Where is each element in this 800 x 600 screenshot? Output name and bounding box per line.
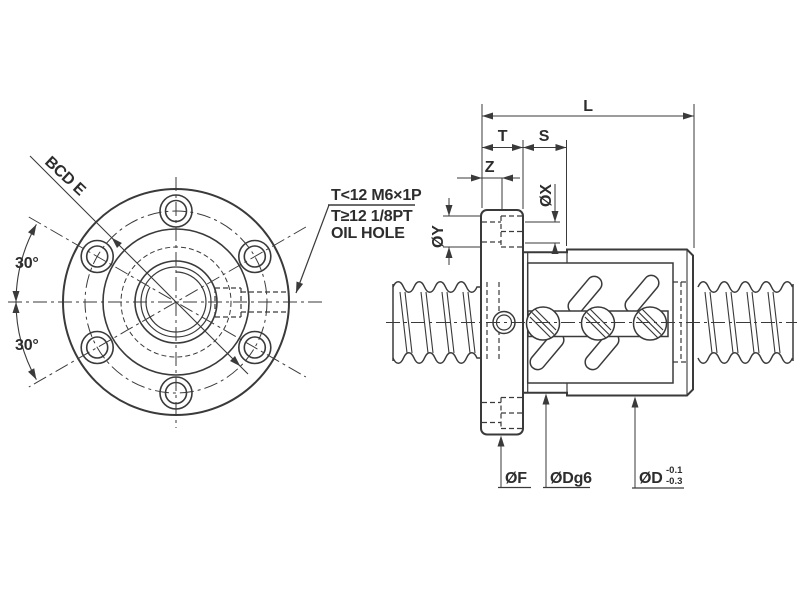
screw-slot-lines: [529, 308, 557, 339]
dim-S: S: [523, 128, 567, 151]
bcd-dimension-line: [29, 155, 249, 375]
arrow: [482, 144, 493, 151]
screw-root-arc: [145, 271, 207, 333]
angle-arrow-lower-end: [28, 368, 37, 380]
bolt-hole: [159, 194, 193, 228]
bolt-hole-inner: [243, 336, 267, 359]
thread-profile-bottom: [392, 352, 481, 364]
oil-hole-hidden-lines: [214, 287, 289, 318]
dim-label-S: S: [539, 128, 550, 145]
thread-profile-top: [697, 281, 794, 293]
bcd-label: BCD E: [41, 153, 89, 199]
thread-profile-bottom: [697, 352, 794, 364]
bolt-hole: [238, 330, 272, 365]
arrow: [555, 144, 567, 151]
arrow: [497, 435, 505, 447]
screw-major-circle: [140, 266, 212, 338]
dim-X: ØX: [538, 184, 559, 254]
dim-Dg6: ØDg6: [542, 393, 592, 489]
bolt-hole-hidden-top: [482, 215, 522, 248]
bolt-circle-centerline: [84, 210, 268, 394]
dim-label-Y: ØY: [430, 225, 447, 248]
bolt-hole-inner: [85, 336, 109, 359]
dim-label-Dg6: ØDg6: [550, 470, 592, 487]
spigot-bore-circle: [134, 260, 218, 344]
arrow: [445, 247, 453, 258]
arrow: [631, 396, 639, 408]
arrow: [523, 144, 534, 151]
arrow: [551, 243, 559, 254]
side-view: [386, 209, 797, 436]
bolt-hole-inner: [85, 245, 109, 268]
dim-F: ØF: [497, 435, 531, 489]
bcd-arrow-lower: [230, 356, 241, 367]
angle-arrow-lower-base: [12, 302, 20, 313]
bcd-arrow-upper: [111, 237, 122, 248]
bolt-hole-hidden-bottom: [482, 396, 522, 430]
hidden-circle: [120, 246, 232, 358]
angle-label-upper: 30°: [15, 255, 39, 272]
nut-body-circle: [102, 228, 250, 376]
thread-profile-top: [392, 281, 481, 293]
bolt-hole: [159, 376, 193, 410]
bolt-hole: [238, 239, 272, 274]
dim-label-F: ØF: [505, 470, 527, 487]
diagonal-centerline-30-210: [28, 226, 307, 388]
angle-dimensions: 30° 30°: [12, 224, 39, 380]
dim-D: ØD -0.1 -0.3: [631, 396, 684, 489]
oil-hole-note: T<12 M6×1P T≥12 1/8PT OIL HOLE: [295, 187, 422, 294]
dim-label-D: ØD: [639, 470, 663, 487]
arrow: [445, 205, 453, 216]
diagonal-centerline-150-330: [28, 216, 307, 378]
angle-arrow-upper-base: [12, 291, 20, 302]
angle-label-lower: 30°: [15, 337, 39, 354]
screw-slot-lines: [636, 308, 664, 339]
bolt-holes: [80, 194, 272, 410]
oil-hole-hidden-path: [214, 287, 289, 318]
dim-label-X: ØX: [538, 184, 555, 207]
note-line2: T≥12 1/8PT: [331, 208, 413, 225]
flange-outer-circle: [62, 188, 290, 416]
dim-D-tol-upper: -0.1: [666, 465, 683, 476]
dim-L: L: [482, 98, 694, 120]
bolt-hole-inner: [164, 381, 188, 405]
note-leader-arrow: [296, 281, 304, 293]
note-leader-line: [295, 204, 330, 294]
dim-label-Z: Z: [485, 159, 495, 176]
nut-body: [522, 248, 694, 397]
front-view: BCD E 30° 30°: [8, 153, 325, 428]
dim-D-tol-lower: -0.3: [666, 476, 682, 487]
arrow: [482, 112, 493, 120]
bolt-hole-inner: [243, 245, 267, 268]
dim-Z: Z: [457, 159, 520, 182]
dim-T: T: [482, 128, 523, 151]
extension-lines: [443, 104, 695, 248]
dim-label-T: T: [498, 128, 508, 145]
clamp-screws: [525, 306, 668, 341]
arrow: [542, 393, 550, 405]
front-circles: [62, 188, 290, 416]
bolt-hole: [80, 239, 114, 274]
angle-arrow-upper-end: [28, 224, 37, 236]
bolt-hole: [80, 330, 114, 365]
bolt-hole-inner: [164, 199, 188, 223]
dim-Y: ØY: [430, 198, 453, 265]
arrow: [512, 144, 523, 151]
arrow: [683, 112, 694, 120]
dimensions: L T S Z ØX: [430, 98, 695, 489]
arrow: [551, 211, 559, 222]
spigot-seam-lines: [527, 249, 568, 396]
screw-slot-lines: [584, 308, 612, 339]
bcd-dimension: BCD E: [29, 153, 249, 375]
arrow: [502, 174, 513, 182]
note-line1: T<12 M6×1P: [331, 187, 422, 204]
note-line3: OIL HOLE: [331, 225, 405, 242]
dim-label-L: L: [583, 98, 593, 115]
arrow: [471, 174, 482, 182]
